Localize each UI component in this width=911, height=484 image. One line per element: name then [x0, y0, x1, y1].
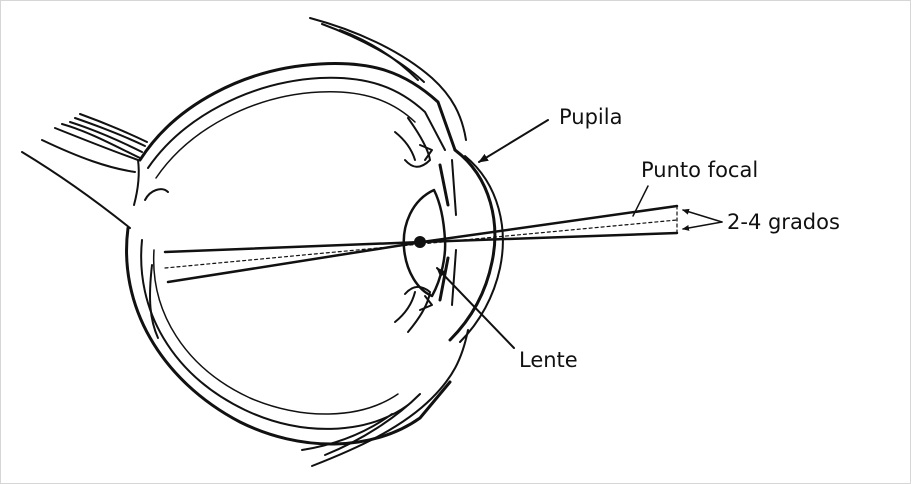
ciliary-body — [395, 118, 432, 332]
pupila-pointer — [479, 120, 548, 162]
eyelid-lower — [302, 330, 468, 466]
pupila-label: Pupila — [559, 107, 622, 128]
optic-nerve — [22, 114, 147, 228]
angle-pointer-top — [683, 210, 722, 222]
angle-label: 2-4 grados — [727, 212, 840, 233]
cornea — [450, 150, 503, 342]
angle-pointer-bottom — [683, 222, 722, 229]
nodal-point — [414, 236, 426, 248]
lente-label: Lente — [519, 350, 578, 371]
lente-pointer — [437, 268, 514, 348]
punto-focal-label: Punto focal — [641, 160, 758, 181]
eyelid-upper — [310, 18, 466, 140]
iris — [440, 160, 456, 305]
